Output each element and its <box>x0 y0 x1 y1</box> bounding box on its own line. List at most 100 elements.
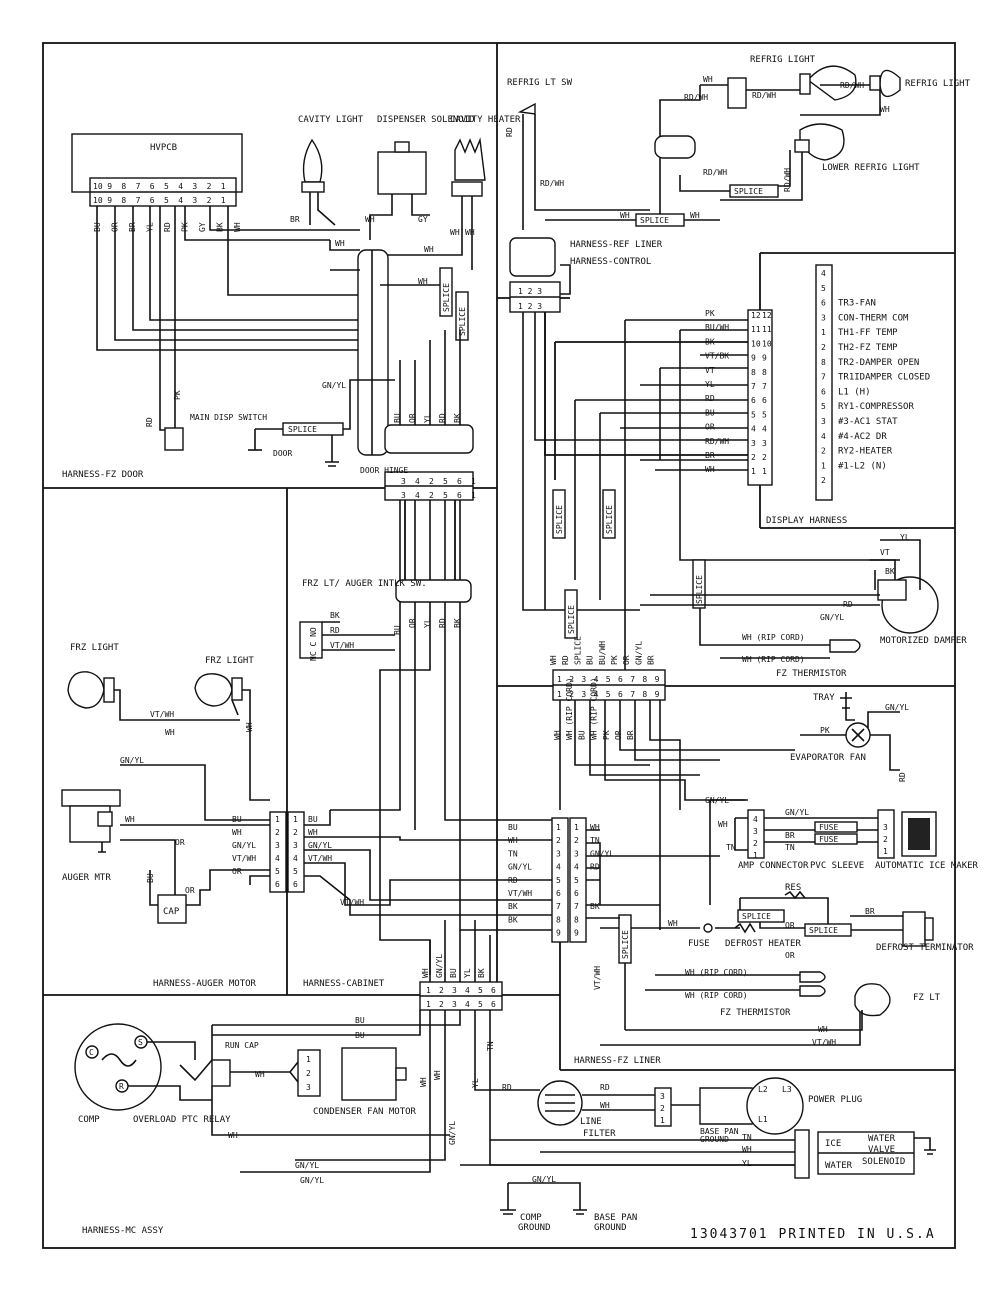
svg-text:FUSE: FUSE <box>688 939 710 949</box>
svg-text:HARNESS-FZ LINER: HARNESS-FZ LINER <box>574 1056 661 1066</box>
svg-text:FZ THERMISTOR: FZ THERMISTOR <box>720 1008 791 1018</box>
svg-text:LINE: LINE <box>580 1117 602 1127</box>
hvpcb-pin: 4 <box>178 196 183 205</box>
frz-light-right: FRZ LIGHT VT/WH WH WH <box>150 656 270 801</box>
fz-liner-wire-label: TN <box>590 836 600 845</box>
mc-pin: 1 <box>426 1000 431 1009</box>
conn9-pin: 9 <box>655 675 660 684</box>
hvpcb-pin: 9 <box>107 182 112 191</box>
condenser-fan-pin: 3 <box>306 1083 311 1092</box>
display-terminal-label: #3-AC1 STAT <box>838 417 898 427</box>
mc-pin: 4 <box>465 986 470 995</box>
mc-pin: 2 <box>439 1000 444 1009</box>
diagram-frame <box>42 42 956 1249</box>
hvpcb-pin: 7 <box>136 182 141 191</box>
hvpcb-wire-label: WH <box>233 222 242 232</box>
svg-text:PVC SLEEVE: PVC SLEEVE <box>810 861 864 871</box>
hinge-wire-labels: BU OR YL RD BK <box>393 413 462 423</box>
svg-text:BK: BK <box>453 618 462 628</box>
fz-door-bundle: WH <box>329 239 389 456</box>
svg-text:WH: WH <box>880 105 890 114</box>
svg-text:GN/YL: GN/YL <box>322 381 346 390</box>
base-pan-ground: BASE PAN GROUND <box>570 1182 637 1233</box>
hinge-pin: 4 <box>415 477 420 486</box>
fz-liner-wire-label: GN/YL <box>508 863 532 872</box>
svg-text:VT/WH: VT/WH <box>340 898 364 907</box>
fz-liner-wire-label: WH <box>590 823 600 832</box>
svg-text:AMP CONNECTOR: AMP CONNECTOR <box>738 861 809 871</box>
cabinet-pin: 4 <box>275 854 280 863</box>
conn9-wire-label: BR <box>647 655 656 665</box>
fz-liner-pin: 3 <box>556 849 561 858</box>
mc-pin: 4 <box>465 1000 470 1009</box>
fz-liner-pin: 4 <box>574 863 579 872</box>
control-pin: 4 <box>751 425 756 434</box>
svg-text:GN/YL: GN/YL <box>448 1121 457 1145</box>
conn9b-wire-label: WH <box>553 730 562 740</box>
svg-text:TN: TN <box>785 843 795 852</box>
hvpcb-wire-bundle <box>96 206 370 431</box>
control-conn-small: 1 2 3 1 2 3 <box>509 281 561 313</box>
display-terminal-label: TH2-FZ TEMP <box>838 343 898 353</box>
svg-text:WH: WH <box>419 1077 428 1087</box>
refrig-light-top: REFRIG LIGHT WH RD/WH RD/WH <box>659 55 857 140</box>
svg-text:WATER: WATER <box>825 1161 853 1171</box>
cabinet-wire-label: VT/WH <box>232 854 256 863</box>
fz-liner-pin: 5 <box>556 876 561 885</box>
motorized-damper: MOTORIZED DAMPER YL VT BK RD GN/YL <box>640 533 967 646</box>
ice-maker-pin: 3 <box>883 823 888 832</box>
hinge-pin: 1 <box>471 477 476 486</box>
cabinet-pin: 6 <box>275 880 280 889</box>
svg-text:TN: TN <box>742 1133 752 1142</box>
display-terminal-number: 6 <box>821 299 826 308</box>
conn9-pin: 6 <box>618 675 623 684</box>
automatic-ice-maker: 321 AUTOMATIC ICE MAKER <box>875 809 979 871</box>
hvpcb-label: HVPCB <box>150 143 177 153</box>
svg-text:GN/YL: GN/YL <box>532 1175 556 1184</box>
svg-text:WH: WH <box>228 1131 238 1140</box>
svg-text:YL: YL <box>423 413 432 423</box>
conn9b-wire-label: PK <box>602 730 611 740</box>
svg-text:REFRIG LIGHT: REFRIG LIGHT <box>905 79 971 89</box>
hinge-pin: 5 <box>443 477 448 486</box>
display-terminal-number: 2 <box>821 476 826 485</box>
svg-text:WH: WH <box>165 728 175 737</box>
svg-text:GN/YL: GN/YL <box>120 756 144 765</box>
splice-fz-door-2: SPLICE <box>455 291 469 341</box>
svg-text:DISPLAY HARNESS: DISPLAY HARNESS <box>766 516 847 526</box>
conn9-wire-label: GN/YL <box>634 641 643 665</box>
amp-pin: 4 <box>753 815 758 824</box>
svg-text:REFRIG LT SW: REFRIG LT SW <box>507 78 573 88</box>
display-terminal-number: 6 <box>821 387 826 396</box>
conn9-pin: 8 <box>642 675 647 684</box>
water-valve: ICE WATER WATER VALVE SOLENOID <box>794 1129 936 1179</box>
cabinet-wire-label: VT/WH <box>308 854 332 863</box>
filter-pin: 3 <box>660 1092 665 1101</box>
svg-text:BASE PAN: BASE PAN <box>594 1213 637 1223</box>
svg-text:GN/YL: GN/YL <box>300 1176 324 1185</box>
fz-liner-pin: 9 <box>556 929 561 938</box>
display-terminal-number: 2 <box>821 447 826 456</box>
hvpcb-pin: 8 <box>121 196 126 205</box>
svg-text:SPLICE: SPLICE <box>442 283 451 312</box>
control-wire-label: RD <box>705 394 715 403</box>
control-wire-label: VT <box>705 366 715 375</box>
hinge-wires-bold <box>404 500 456 580</box>
mc-pin: 3 <box>452 986 457 995</box>
svg-text:CAVITY LIGHT: CAVITY LIGHT <box>298 115 364 125</box>
svg-text:COMP: COMP <box>520 1213 542 1223</box>
mc-wire-label: WH <box>421 968 430 978</box>
svg-text:RD/WH: RD/WH <box>783 168 792 192</box>
hvpcb-wire-label: GY <box>198 222 207 232</box>
svg-text:SPLICE: SPLICE <box>621 930 630 959</box>
svg-text:RD: RD <box>438 618 447 628</box>
display-terminal-number: 3 <box>821 417 826 426</box>
display-terminal-label: RY1-COMPRESSOR <box>838 402 914 412</box>
conn9-pin: 1 <box>557 690 562 699</box>
